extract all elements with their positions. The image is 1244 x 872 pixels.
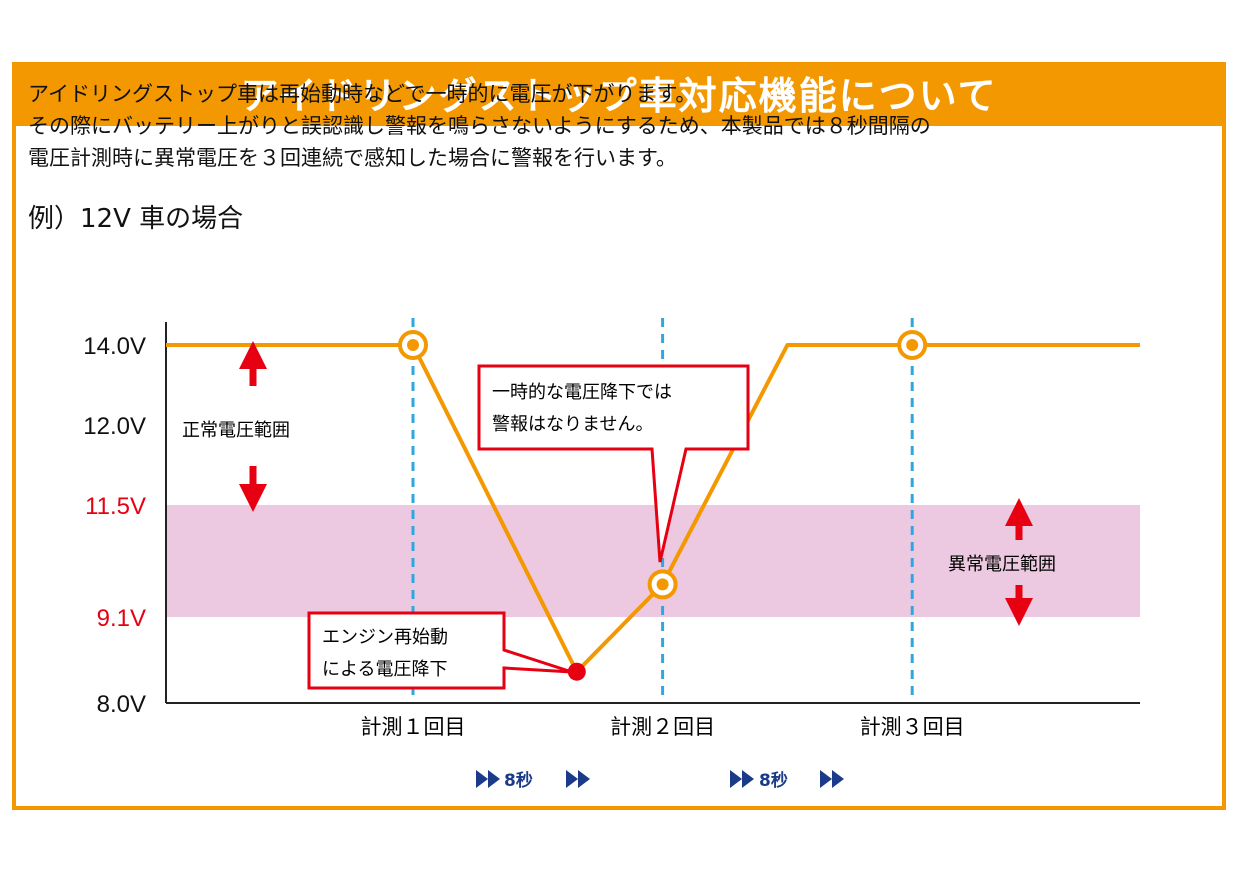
normal-range-indicator: 正常電圧範囲	[182, 341, 290, 512]
y-tick-label: 9.1V	[97, 605, 146, 632]
measurement-marker-2	[647, 569, 678, 600]
callout-bubble	[307, 611, 573, 690]
y-tick-label: 12.0V	[83, 413, 146, 440]
callout-line: エンジン再始動	[322, 627, 448, 648]
y-tick-label: 11.5V	[85, 493, 146, 520]
abnormal-range-label: 異常電圧範囲	[948, 554, 1056, 575]
y-tick-label: 14.0V	[83, 333, 146, 360]
engine-restart-point	[567, 662, 586, 681]
measurement-marker-1	[398, 330, 428, 360]
intro-line-2: その際にバッテリー上がりと誤認識し警報を鳴らさないようにするため、本製品では８秒…	[28, 114, 931, 138]
intro-line-3: 電圧計測時に異常電圧を３回連続で感知した場合に警報を行います。	[28, 146, 677, 170]
interval-1: 8秒	[476, 770, 590, 791]
measurement-dot	[407, 339, 419, 351]
intro-text: アイドリングストップ車は再始動時などで一時的に電圧が下がります。 その際にバッテ…	[28, 78, 1198, 174]
measurement-label-2: 計測２回目	[610, 715, 715, 739]
interval-label: 8秒	[504, 770, 533, 791]
callout-bubble	[477, 364, 750, 563]
example-label: 例）12V 車の場合	[28, 204, 244, 234]
abnormal-range-indicator: 異常電圧範囲	[948, 498, 1056, 626]
interval-label: 8秒	[759, 770, 788, 791]
callout-engine-restart: エンジン再始動 による電圧降下	[307, 611, 573, 690]
callout-line: による電圧降下	[322, 659, 447, 680]
fast-forward-icon	[476, 770, 500, 788]
fast-forward-icon	[730, 770, 754, 788]
normal-range-label: 正常電圧範囲	[182, 420, 290, 441]
voltage-series-line	[166, 343, 1140, 674]
measurement-label-1: 計測１回目	[361, 715, 466, 739]
measurement-dot	[656, 578, 669, 591]
callout-temporary-drop: 一時的な電圧降下では 警報はなりません。	[477, 364, 750, 563]
callout-line: 警報はなりません。	[492, 414, 653, 435]
abnormal-voltage-band	[166, 505, 1140, 617]
intro-line-1: アイドリングストップ車は再始動時などで一時的に電圧が下がります。	[28, 82, 697, 106]
page-title: アイドリングストップ車対応機能について	[16, 66, 1222, 126]
fast-forward-icon	[566, 770, 590, 788]
callout-line: 一時的な電圧降下では	[492, 382, 672, 403]
info-panel: アイドリングストップ車対応機能について	[12, 62, 1226, 810]
measurement-dot	[906, 339, 919, 351]
measurement-label-3: 計測３回目	[860, 715, 965, 739]
y-tick-label: 8.0V	[97, 691, 146, 718]
measurement-marker-3	[897, 330, 928, 360]
interval-2: 8秒	[730, 770, 844, 791]
fast-forward-icon	[820, 770, 844, 788]
